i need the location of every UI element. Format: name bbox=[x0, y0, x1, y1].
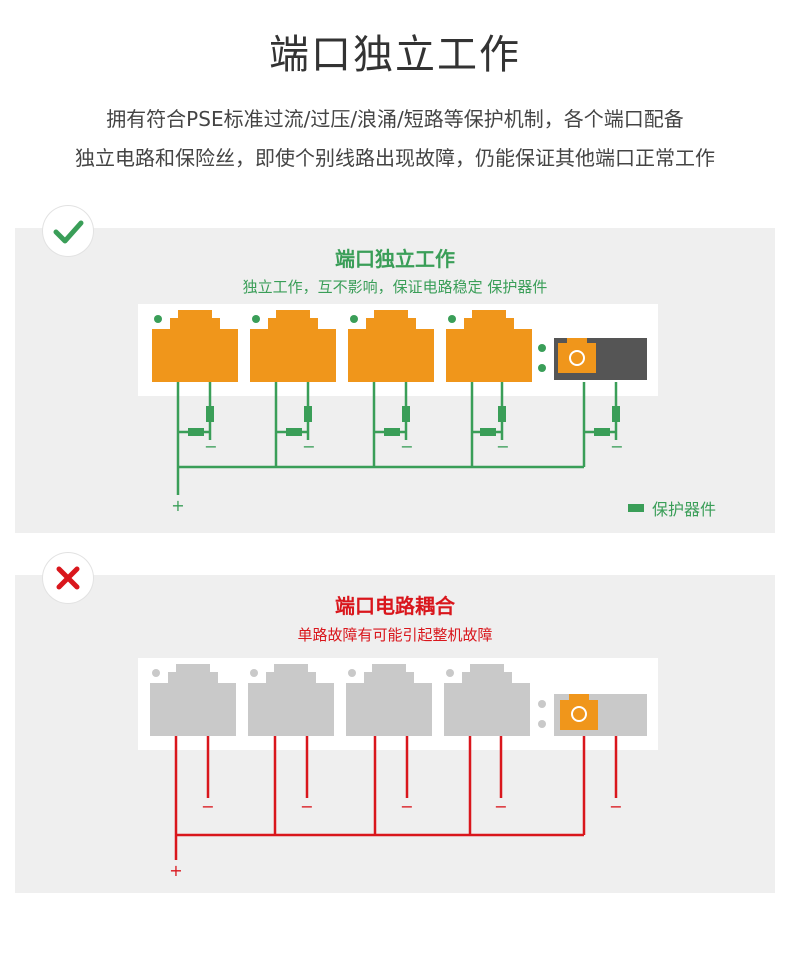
independent-title: 端口独立工作 bbox=[335, 247, 455, 271]
independent-subtitle: 独立工作，互不影响，保证电路稳定 保护器件 bbox=[242, 278, 548, 296]
legend-swatch bbox=[628, 504, 644, 512]
cross-icon bbox=[56, 566, 80, 590]
coupled-title: 端口电路耦合 bbox=[335, 594, 455, 618]
check-icon bbox=[53, 220, 84, 244]
intro-line-1: 拥有符合PSE标准过流/过压/浪涌/短路等保护机制，各个端口配备 bbox=[106, 107, 684, 131]
intro-line-2: 独立电路和保险丝，即使个别线路出现故障，仍能保证其他端口正常工作 bbox=[75, 146, 715, 170]
check-badge bbox=[43, 206, 93, 256]
legend-label: 保护器件 bbox=[652, 500, 717, 519]
cross-badge bbox=[43, 553, 93, 603]
coupled-ports-panel bbox=[15, 575, 775, 893]
protection-legend: 保护器件 bbox=[628, 496, 716, 520]
page-title: 端口独立工作 bbox=[269, 32, 521, 78]
independent-ports-panel bbox=[15, 228, 775, 533]
coupled-subtitle: 单路故障有可能引起整机故障 bbox=[297, 626, 493, 644]
